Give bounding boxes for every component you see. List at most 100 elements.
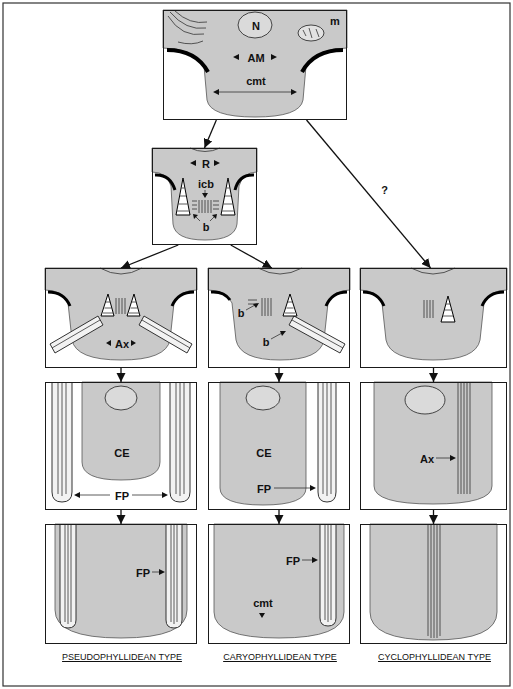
structure-label: Ax [420,454,434,465]
top-cell [163,10,347,117]
caryophyllidean-early-cell-part [285,302,295,313]
caryophyllidean-final-cell-part [259,613,265,618]
second-stage-cell [152,148,257,240]
cyclophyllidean-early-cell [360,268,507,360]
pseudophyllidean-final-cell-part [171,524,177,624]
structure-label: FP [115,491,129,502]
second-stage-cell-part [235,175,254,190]
pseudophyllidean-early-cell-part [101,294,114,316]
pseudophyllidean-final-cell-part [152,572,159,573]
edge-label: ? [379,184,390,197]
cyclophyllidean-final-cell-part [428,524,440,638]
caryophyllidean-final-cell-part [214,524,344,638]
caryophyllidean-early-cell-part [248,300,257,304]
cyclophyllidean-early-cell-part [443,304,453,316]
pseudophyllidean-final-cell-part [55,524,187,638]
type-caption: CARYOPHYLLIDEAN TYPE [223,653,337,663]
cyclophyllidean-elongating-cell [374,382,492,504]
caryophyllidean-early-cell-part [246,305,255,310]
cyclophyllidean-final-cell-part [370,524,497,640]
pseudophyllidean-early-cell-part [50,316,103,353]
second-stage-cell-part [177,188,189,211]
second-stage-cell-part [199,200,211,213]
pseudophyllidean-final-cell-part [60,524,76,628]
stage-panel: CEFP [208,382,350,510]
caryophyllidean-elongating-cell-part [274,488,310,489]
caryophyllidean-early-cell-part [253,303,259,308]
stage-arrow [231,245,272,268]
top-cell-part [167,50,208,72]
structure-label: FP [257,484,271,495]
top-cell-part [163,10,347,117]
stage-arrow [433,510,434,524]
pseudophyllidean-early-cell-part [172,292,194,306]
pseudophyllidean-early-cell-part [48,292,70,306]
structure-label: Ax [115,339,129,350]
structure-label: icb [198,179,214,190]
caryophyllidean-final-cell-part [302,560,312,561]
caryophyllidean-elongating-cell-part [323,382,331,496]
pseudophyllidean-early-cell-part [116,298,125,314]
second-stage-cell-part [152,148,257,240]
cyclophyllidean-early-cell-part [363,292,384,306]
pseudophyllidean-elongating-cell-part [52,382,72,502]
second-stage-cell-part [202,193,208,198]
caryophyllidean-elongating-cell [220,382,336,505]
second-stage-cell-part [193,214,217,219]
structure-label: cmt [253,598,273,609]
stage-arrow [278,368,279,382]
stage-arrow [120,510,121,524]
second-stage-cell-part [192,201,219,209]
pseudophyllidean-final-cell-part [159,569,165,575]
type-caption: CYCLOPHYLLIDEAN TYPE [378,653,491,663]
pseudophyllidean-elongating-cell-part [82,382,160,480]
pseudophyllidean-early-cell [45,268,197,360]
pseudophyllidean-early-cell-part [103,302,113,313]
cyclophyllidean-early-cell-part [482,292,504,306]
caryophyllidean-early-cell-part [283,294,297,316]
stage-panel: Ax [360,382,507,510]
stage-arrow [205,120,217,148]
cyclophyllidean-elongating-cell-part [374,382,492,504]
caryophyllidean-elongating-cell-part [220,382,306,505]
second-stage-cell-part [176,178,190,215]
structure-label: b [203,222,210,233]
stage-arrow [307,120,431,268]
pseudophyllidean-early-cell-part [139,316,192,353]
cyclophyllidean-early-cell-part [360,268,507,360]
pseudophyllidean-final-cell-part [65,524,71,624]
caryophyllidean-elongating-cell-part [310,485,316,491]
caryophyllidean-early-cell-part [271,333,282,339]
cyclophyllidean-elongating-cell-part [450,455,456,461]
second-stage-cell-part [155,175,175,190]
structure-label: AM [247,53,264,64]
pseudophyllidean-early-cell-part [127,294,140,316]
pseudophyllidean-final-cell [55,524,187,638]
pseudophyllidean-early-cell-part [52,320,100,348]
pseudophyllidean-final-cell-part [166,524,182,628]
caryophyllidean-final-cell-part [325,524,331,622]
pseudophyllidean-elongating-cell-part [170,382,190,502]
structure-label: FP [136,568,150,579]
structure-label: m [330,16,340,27]
stage-panel: Ax [45,268,197,368]
stage-panel: Ricbb [152,148,257,245]
top-cell-part [298,25,324,41]
structure-label: CE [114,448,129,459]
top-cell-part [216,92,294,93]
caryophyllidean-final-cell-part [312,557,318,563]
structure-label: b [263,337,270,348]
pseudophyllidean-early-cell-part [142,320,190,348]
stage-arrow [433,368,434,382]
top-cell-part [238,12,272,38]
caryophyllidean-early-cell-part [262,298,271,316]
top-cell-part [168,11,207,44]
stage-arrow [120,368,121,382]
pseudophyllidean-elongating-cell-part [105,386,137,410]
structure-label: cmt [246,76,266,87]
caryophyllidean-early-cell-part [208,268,350,360]
caryophyllidean-early-cell-part [292,320,343,348]
